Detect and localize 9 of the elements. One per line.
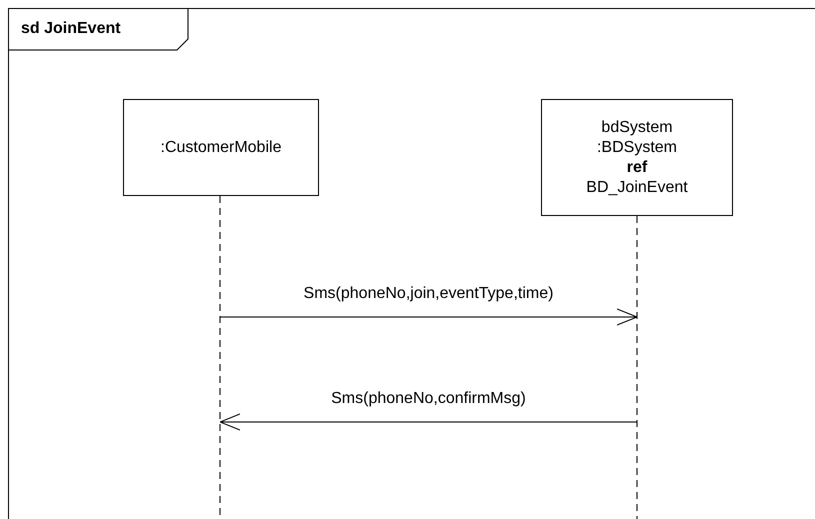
message-label: Sms(phoneNo,confirmMsg) bbox=[331, 390, 526, 408]
diagram-frame bbox=[8, 8, 815, 519]
lifeline-name: BD_JoinEvent bbox=[586, 178, 688, 198]
message-arrow bbox=[220, 414, 638, 430]
message-arrow bbox=[220, 308, 638, 326]
ref-keyword: ref bbox=[626, 158, 648, 178]
frame-title: sd JoinEvent bbox=[21, 20, 121, 38]
message-label: Sms(phoneNo,join,eventType,time) bbox=[304, 285, 554, 303]
lifeline-name: :CustomerMobile bbox=[160, 138, 282, 158]
